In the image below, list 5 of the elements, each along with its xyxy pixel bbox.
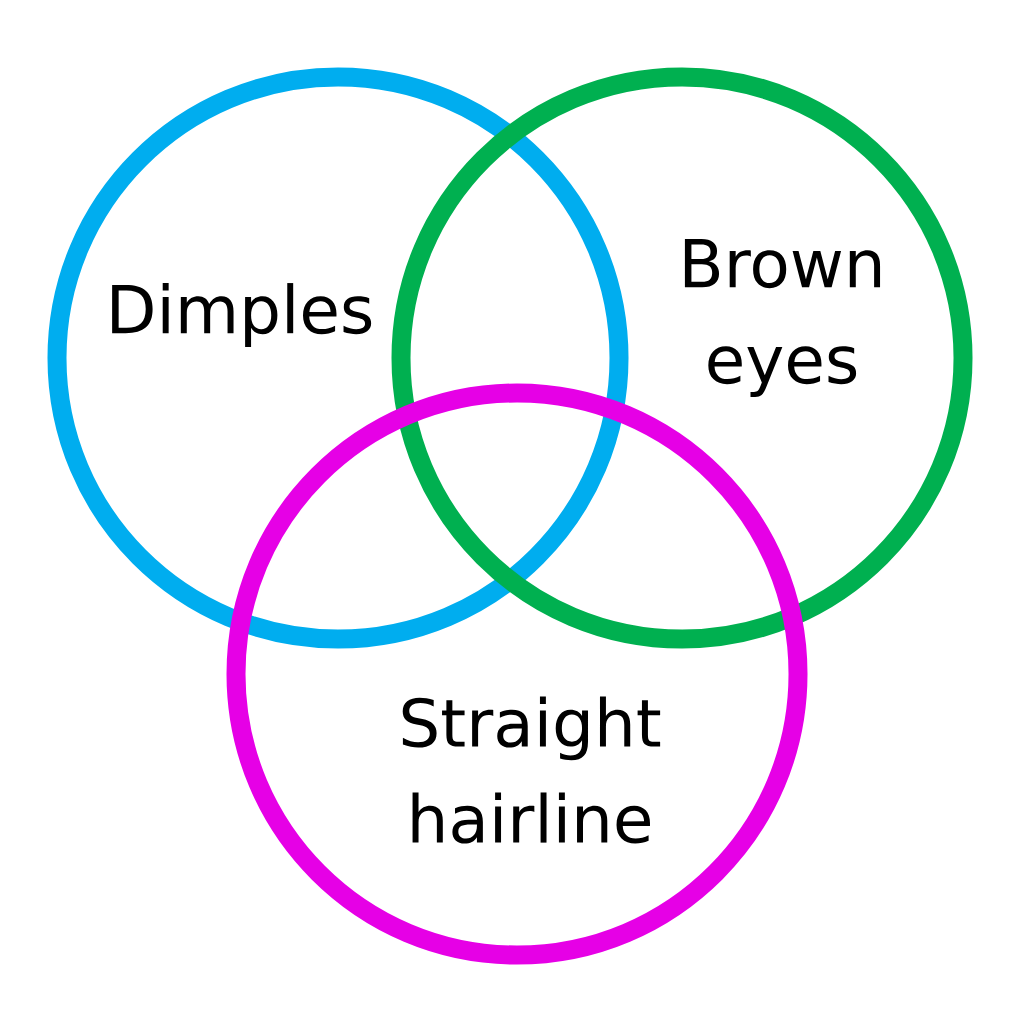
- circle-label: Dimples: [112, 283, 372, 347]
- venn-circle: [391, 67, 973, 649]
- circle-label: Straight hairline: [402, 696, 661, 844]
- circle-label: Brown eyes: [684, 239, 881, 397]
- venn-circle: [47, 67, 629, 649]
